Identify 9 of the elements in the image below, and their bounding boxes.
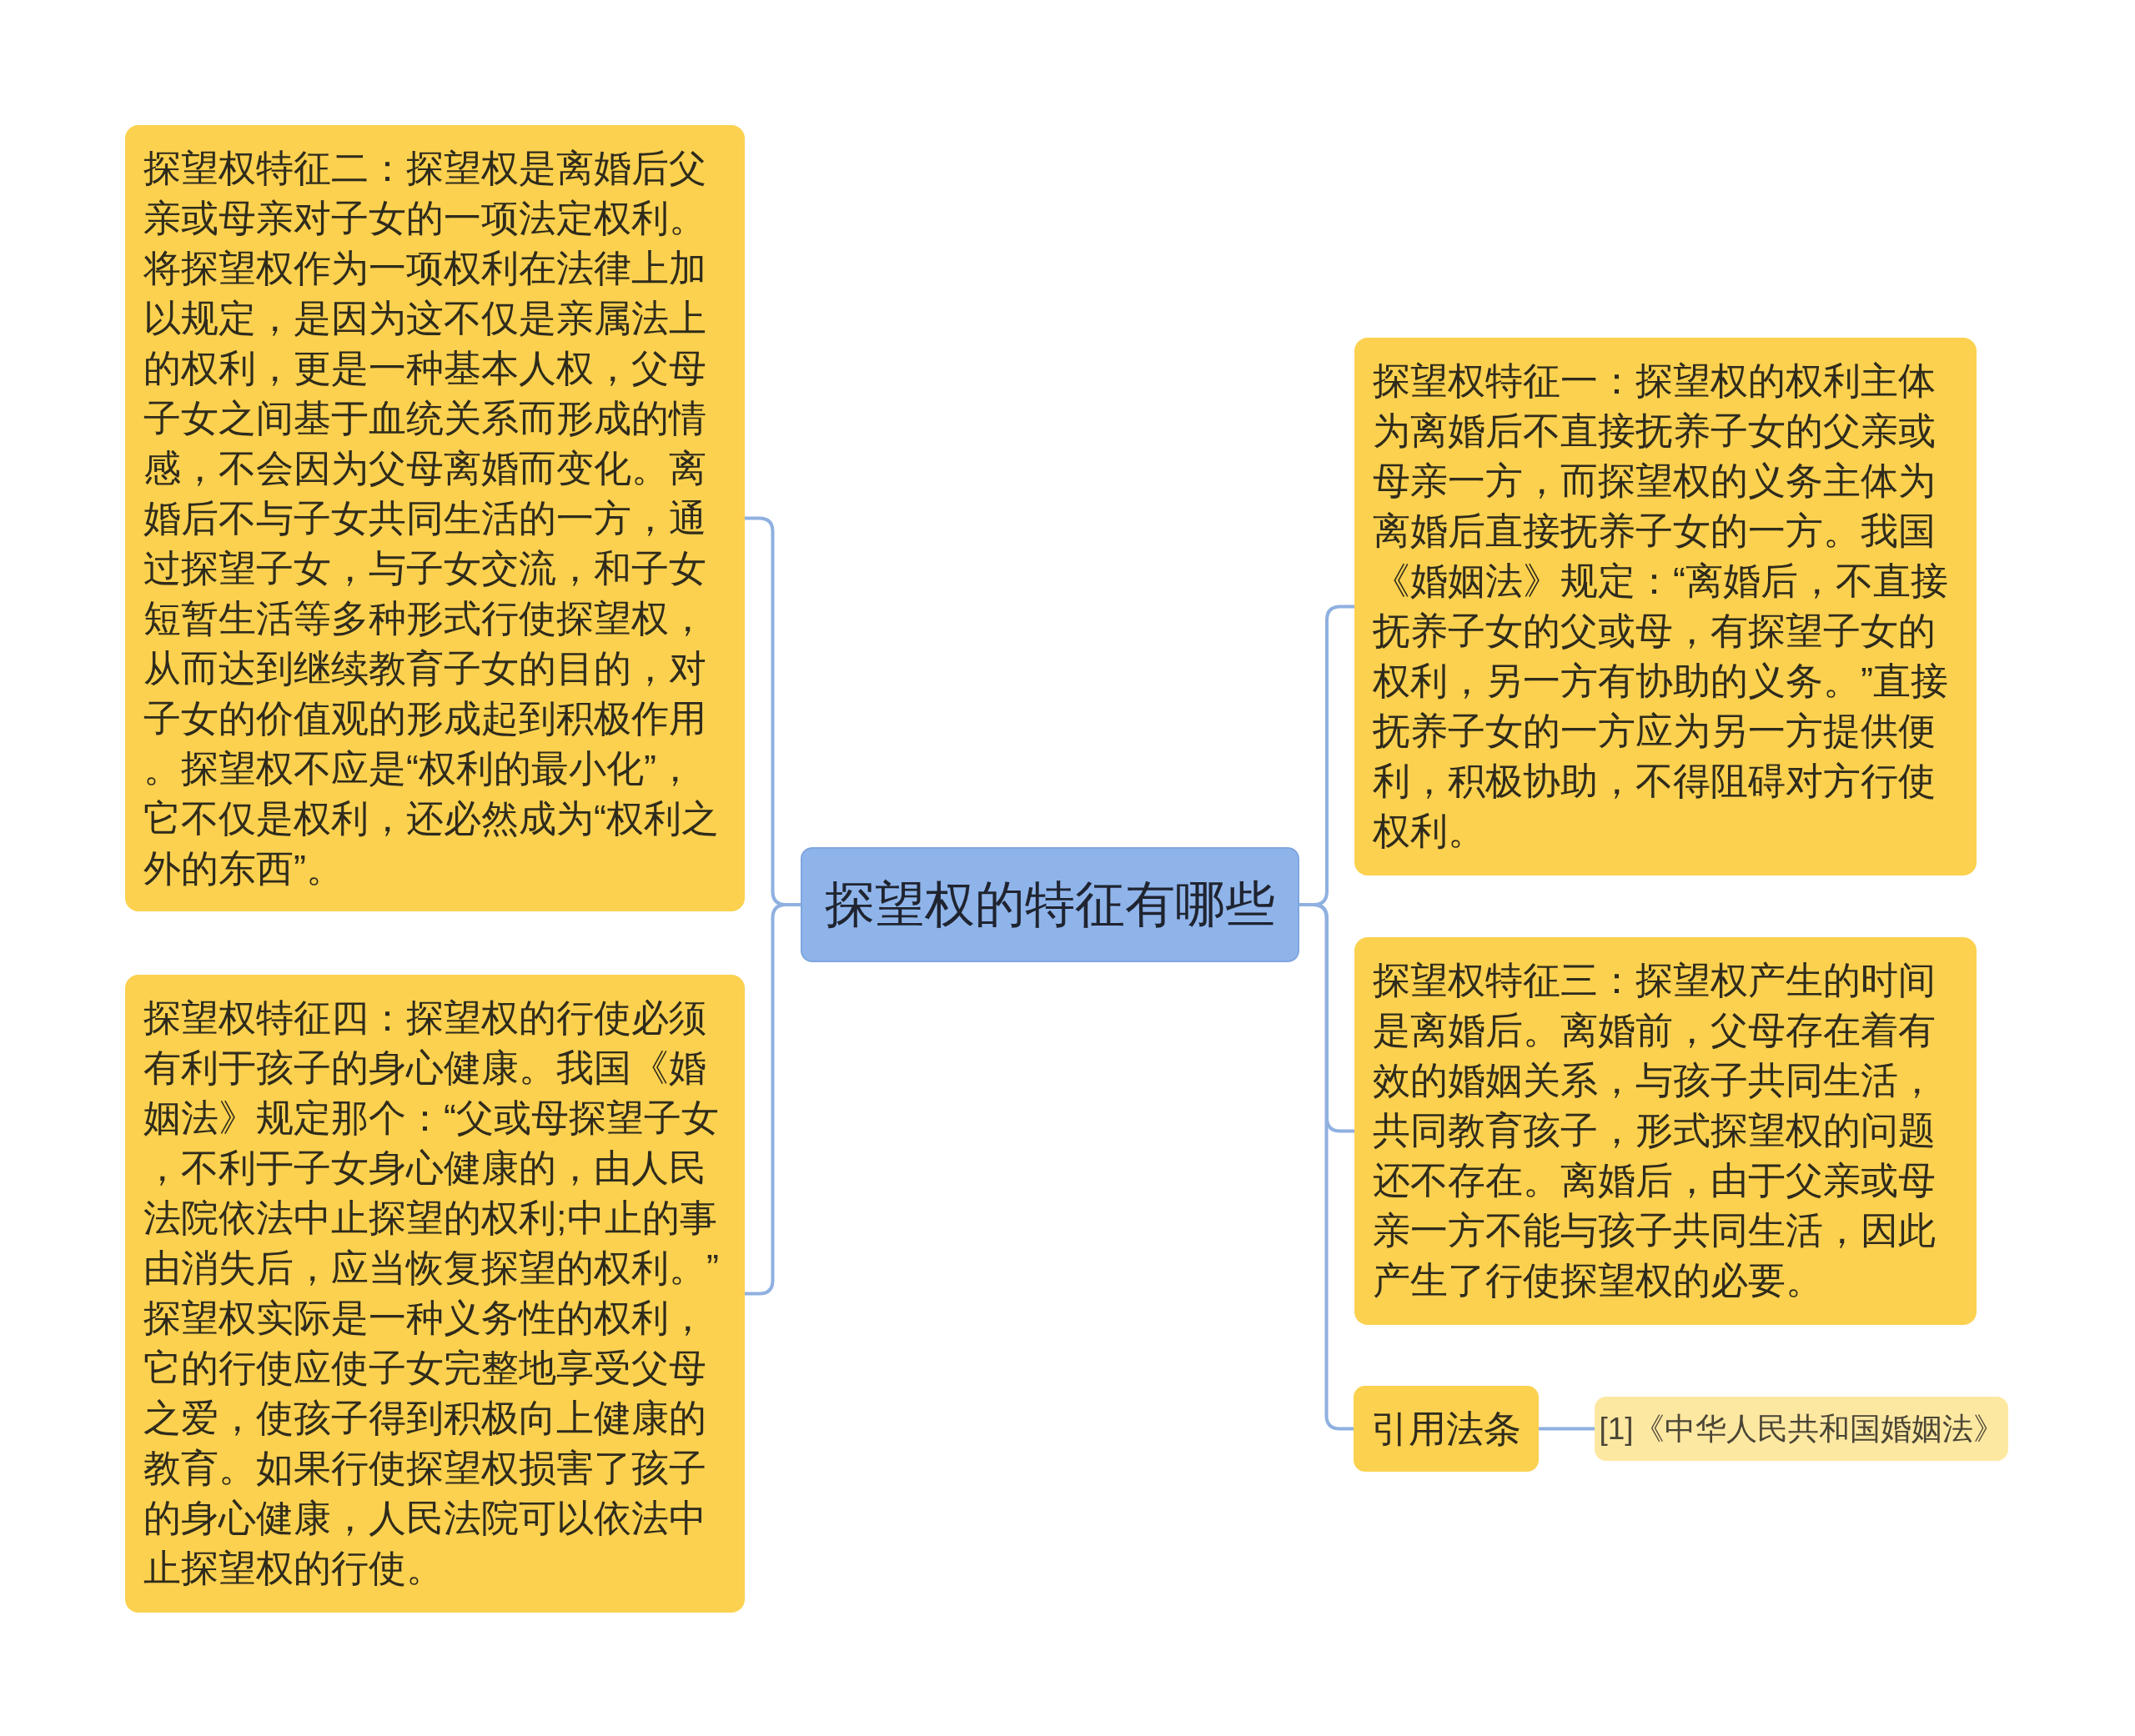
feature-card: 探望权特征四：探望权的行使必须有利于孩子的身心健康。我国《婚姻法》规定那个：“父或母探望子女，不利于子女身心健康的，由人民法院依法中止探望的权利;中止的事由消失后，应当恢复探望的权利。”探望权实际是一种义务性的权利，它的行使应使子女完整地享受父母之爱，使孩子得到积极向上健康的教育。如果行使探望权损害了孩子的身心健康，人民法院可以依法中止探望权的行使。 xyxy=(125,975,745,1613)
feature-card: 探望权特征三：探望权产生的时间是离婚后。离婚前，父母存在着有效的婚姻关系，与孩子共同生活，共同教育孩子，形式探望权的问题还不存在。离婚后，由于父亲或母亲一方不能与孩子共同生活，因此产生了行使探望权的必要。 xyxy=(1354,937,1977,1325)
category-tag: 引用法条 xyxy=(1354,1386,1539,1472)
connector-line xyxy=(1539,1427,1595,1431)
reference-tag: [1]《中华人民共和国婚姻法》 xyxy=(1595,1397,2008,1461)
central-topic: 探望权的特征有哪些 xyxy=(801,847,1299,962)
feature-card: 探望权特征二：探望权是离婚后父亲或母亲对子女的一项法定权利。将探望权作为一项权利在法律上加以规定，是因为这不仅是亲属法上的权利，更是一种基本人权，父母子女之间基于血统关系而形成的情感，不会因为父母离婚而变化。离婚后不与子女共同生活的一方，通过探望子女，与子女交流，和子女短暂生活等多种形式行使探望权，从而达到继续教育子女的目的，对子女的价值观的形成起到积极作用。探望权不应是“权利的最小化”，它不仅是权利，还必然成为“权利之外的东西”。 xyxy=(125,125,745,911)
feature-card: 探望权特征一：探望权的权利主体为离婚后不直接抚养子女的父亲或母亲一方，而探望权的义务主体为离婚后直接抚养子女的一方。我国《婚姻法》规定：“离婚后，不直接抚养子女的父或母，有探望子女的权利，另一方有协助的义务。”直接抚养子女的一方应为另一方提供便利，积极协助，不得阻碍对方行使权利。 xyxy=(1354,338,1977,876)
connector-line xyxy=(745,903,801,1296)
